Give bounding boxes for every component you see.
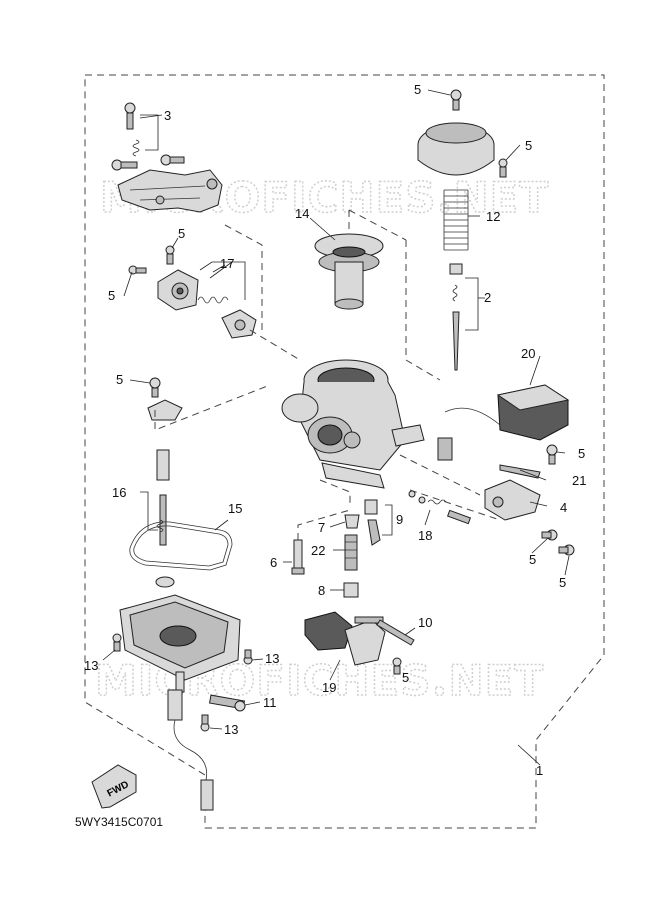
callout-5-right-a: 5 <box>578 446 585 461</box>
callout-14: 14 <box>295 206 309 221</box>
cable-bracket <box>117 169 223 213</box>
screw-3a <box>124 102 136 130</box>
callout-6: 6 <box>270 555 277 570</box>
drain-hose <box>167 689 214 811</box>
choke-cover <box>157 269 199 311</box>
jet-needle-2 <box>449 263 463 371</box>
callout-12: 12 <box>486 209 500 224</box>
callout-16: 16 <box>112 485 126 500</box>
screw-3c <box>160 154 185 166</box>
screw-5-left <box>128 265 147 275</box>
pilot-jet-6 <box>291 539 305 575</box>
callout-5-left-mid: 5 <box>116 372 123 387</box>
callout-15: 15 <box>228 501 242 516</box>
callout-5-choke-left: 5 <box>108 288 115 303</box>
callout-1: 1 <box>536 763 543 778</box>
callout-8: 8 <box>318 583 325 598</box>
screw-13-left <box>112 633 122 652</box>
callout-5-right-b: 5 <box>529 552 536 567</box>
assembly-boundary <box>84 74 605 829</box>
callout-18: 18 <box>418 528 432 543</box>
callout-20: 20 <box>521 346 535 361</box>
choke-plunger <box>221 309 257 339</box>
main-jet-9 <box>364 499 381 546</box>
callout-17: 17 <box>220 256 234 271</box>
callout-3: 3 <box>164 108 171 123</box>
choke-spring-17 <box>197 296 229 304</box>
carburetor-body <box>281 359 425 489</box>
screw-5-right-a <box>546 444 558 465</box>
callout-13-bottom: 13 <box>224 722 238 737</box>
callout-4: 4 <box>560 500 567 515</box>
pilot-screw-18 <box>408 490 472 525</box>
spring-21 <box>499 464 541 479</box>
screw-5-right-c <box>558 544 575 556</box>
screw-5-lever <box>392 657 402 675</box>
callout-5-lever: 5 <box>402 670 409 685</box>
callout-2: 2 <box>484 290 491 305</box>
callout-13-left: 13 <box>84 658 98 673</box>
callout-5-choke-top: 5 <box>178 226 185 241</box>
callout-5-top: 5 <box>414 82 421 97</box>
callout-7: 7 <box>318 520 325 535</box>
needle-jet-holder-22 <box>344 534 358 571</box>
throttle-sensor-20 <box>437 384 570 461</box>
callout-19: 19 <box>322 680 336 695</box>
bracket-4 <box>484 479 541 521</box>
front-arrow-icon: FWD <box>91 764 137 809</box>
callout-21: 21 <box>572 473 586 488</box>
callout-5-top-right: 5 <box>525 138 532 153</box>
spring-3 <box>132 139 140 157</box>
screw-3b <box>111 159 138 171</box>
callout-10: 10 <box>418 615 432 630</box>
float-valve-16 <box>156 449 170 546</box>
screw-13-bottom <box>200 714 210 732</box>
callout-13-right: 13 <box>265 651 279 666</box>
lever-19 <box>304 611 386 666</box>
shaft-10 <box>376 619 415 646</box>
callout-5-right-c: 5 <box>559 575 566 590</box>
callout-9: 9 <box>396 512 403 527</box>
screw-13-right <box>243 649 253 665</box>
diagram-code: 5WY3415C0701 <box>75 815 163 829</box>
plate-left <box>147 399 183 421</box>
float-chamber-gasket-ring <box>155 576 175 588</box>
gasket-15 <box>129 521 233 571</box>
screw-5-top-right <box>498 158 508 178</box>
callout-22: 22 <box>311 543 325 558</box>
screw-5-top <box>450 89 462 111</box>
drain-screw-11 <box>208 694 246 712</box>
diaphragm-14 <box>314 233 384 310</box>
needle-jet-7 <box>344 514 360 529</box>
screw-5-right-b <box>541 529 558 541</box>
screw-5-left-upper <box>165 245 175 265</box>
float-bowl <box>119 594 241 693</box>
callout-11: 11 <box>263 695 277 710</box>
plug-8 <box>343 582 359 598</box>
top-cover <box>417 122 495 176</box>
screw-5-left-mid <box>149 377 161 398</box>
spring-12 <box>443 189 469 251</box>
